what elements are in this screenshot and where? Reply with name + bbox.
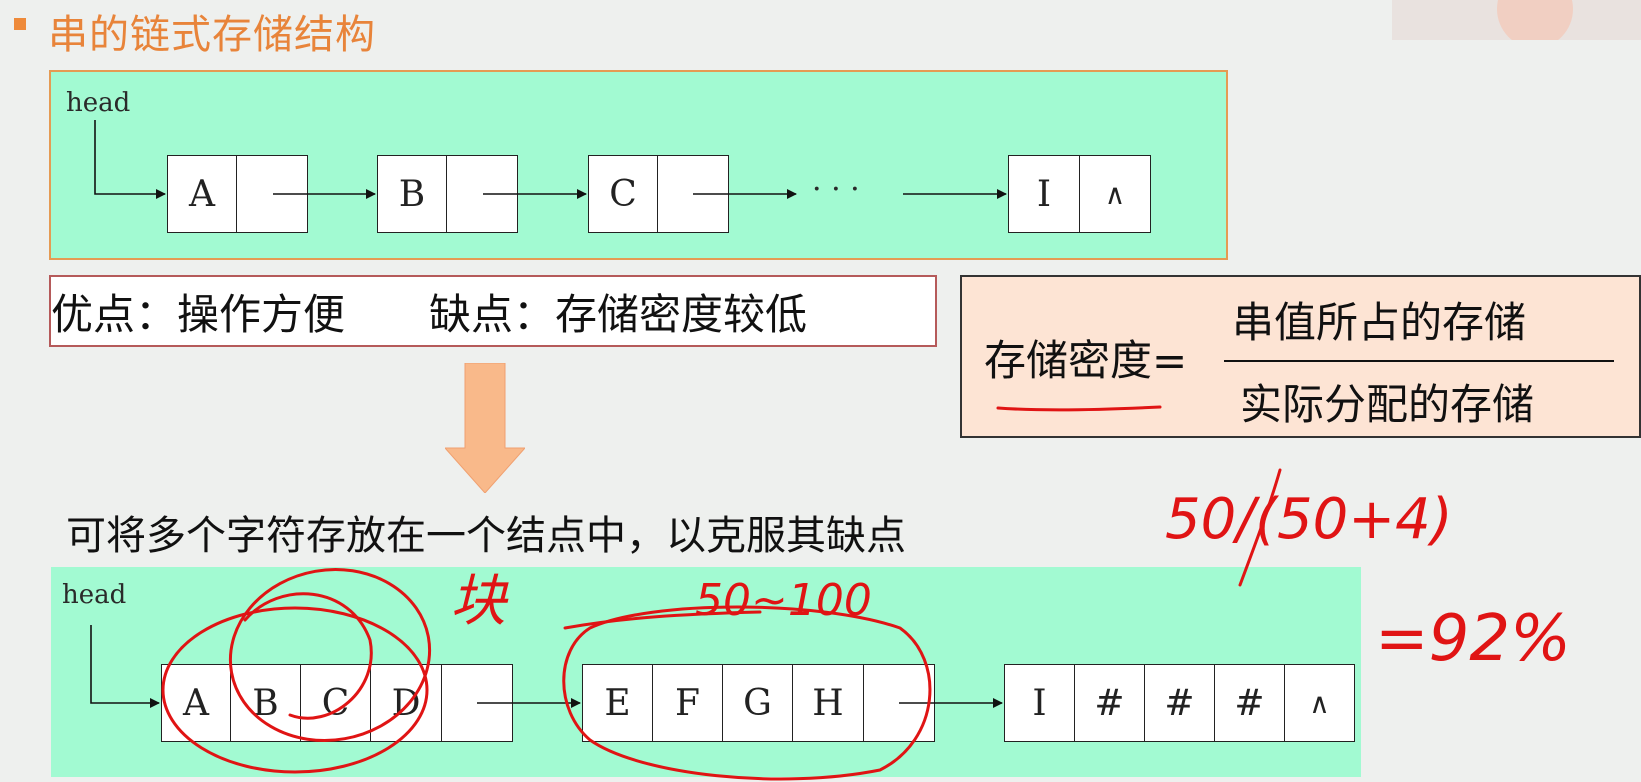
bottom-head-label: head <box>62 580 127 610</box>
note-size-range: 50~100 <box>695 575 872 626</box>
presenter-webcam <box>1392 0 1641 40</box>
block3-char-hash-1: # <box>1074 664 1145 742</box>
circle-abcd-inner <box>228 568 432 742</box>
circle-abcd <box>161 606 429 774</box>
block1-char-c: C <box>300 664 371 742</box>
top-node-i-pointer: ∧ <box>1079 155 1151 233</box>
top-head-label: head <box>66 88 131 118</box>
formula-numerator: 串值所占的存储 <box>1232 298 1527 347</box>
top-node-i-data: I <box>1008 155 1080 233</box>
handwriting-text: 块 50~100 50/(50+4) =92% <box>450 487 1571 676</box>
note-result: =92% <box>1375 602 1571 676</box>
title-bullet <box>14 18 26 30</box>
handwriting-ink <box>161 405 1282 781</box>
block3-pointer: ∧ <box>1284 664 1355 742</box>
top-pointer-arrows <box>94 120 1007 199</box>
fraction-slash <box>1238 468 1282 587</box>
fraction-bar <box>1224 360 1614 362</box>
block2-char-g: G <box>722 664 793 742</box>
top-node-a-data: A <box>167 155 237 233</box>
cons-text: 缺点：存储密度较低 <box>429 289 808 339</box>
formula-denominator: 实际分配的存储 <box>1240 380 1535 429</box>
head-arrow-bottom <box>90 625 160 708</box>
down-arrow-icon <box>445 363 525 493</box>
note-block-label: 块 <box>450 569 509 634</box>
bottom-pointer-arrows <box>90 625 1003 708</box>
caption-text: 可将多个字符存放在一个结点中，以克服其缺点 <box>66 513 906 559</box>
circle-efgh <box>562 605 932 781</box>
pros-text: 优点：操作方便 <box>51 289 346 339</box>
underline-stroke <box>996 405 1162 412</box>
formula-label: 存储密度= <box>984 336 1188 385</box>
block2-char-h: H <box>792 664 864 742</box>
top-node-b-data: B <box>377 155 447 233</box>
block3-char-i: I <box>1004 664 1075 742</box>
head-arrow-top <box>94 120 166 199</box>
block2-char-f: F <box>652 664 723 742</box>
note-fraction: 50/(50+4) <box>1165 487 1453 552</box>
presenter-face <box>1497 0 1573 40</box>
top-ellipsis: · · · <box>812 172 860 207</box>
circle-loop <box>243 592 373 720</box>
block1-char-b: B <box>230 664 301 742</box>
pros-cons-box: 优点：操作方便 缺点：存储密度较低 <box>49 275 937 347</box>
connector-stroke <box>563 610 762 630</box>
block3-char-hash-2: # <box>1144 664 1215 742</box>
slide-title: 串的链式存储结构 <box>48 12 376 58</box>
block1-char-a: A <box>161 664 231 742</box>
